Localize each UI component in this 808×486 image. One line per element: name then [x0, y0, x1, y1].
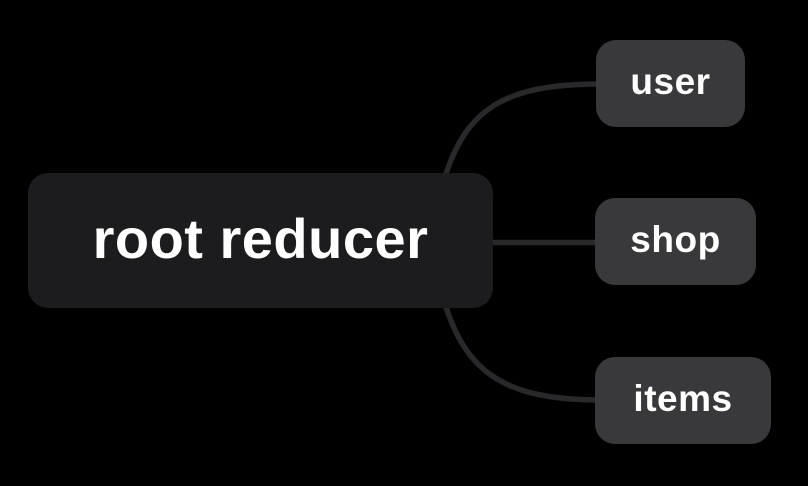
- node-user[interactable]: user: [596, 40, 745, 127]
- node-items[interactable]: items: [595, 357, 771, 444]
- node-items-label: items: [633, 377, 733, 419]
- edge-root-items: [441, 298, 603, 403]
- node-root-reducer[interactable]: root reducer: [28, 173, 493, 308]
- node-shop[interactable]: shop: [595, 198, 756, 285]
- node-root-reducer-label: root reducer: [92, 207, 429, 270]
- node-user-label: user: [630, 60, 711, 102]
- edge-root-user: [441, 81, 603, 183]
- node-shop-label: shop: [630, 218, 721, 260]
